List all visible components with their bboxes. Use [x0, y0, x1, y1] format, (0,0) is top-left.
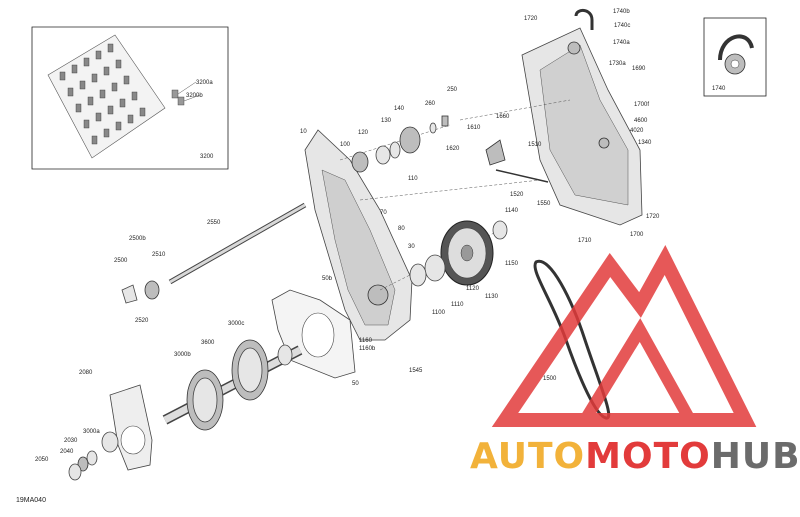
- callout-3000b: 3000b: [174, 352, 191, 358]
- callout-2520: 2520: [135, 318, 149, 324]
- callout-1660: 1660: [496, 114, 510, 120]
- callout-1690: 1690: [632, 66, 646, 72]
- callout-3000c: 3000c: [228, 321, 244, 327]
- callout-260: 260: [425, 101, 436, 107]
- callout-1740a: 1740a: [613, 40, 630, 46]
- callout-1740b: 1740b: [613, 9, 630, 15]
- callout-1340: 1340: [638, 140, 652, 146]
- callout-2510: 2510: [152, 252, 166, 258]
- callout-80: 80: [398, 226, 405, 232]
- transmission-cover: [521, 9, 643, 226]
- callout-2080: 2080: [79, 370, 93, 376]
- callout-1740-inset: 1740: [712, 86, 726, 92]
- callout-3200b: 3200b: [186, 93, 203, 99]
- callout-1700f: 1700f: [634, 102, 649, 108]
- callout-1150: 1150: [505, 261, 519, 267]
- lower-gear-shaft: [162, 339, 303, 431]
- callout-2500b: 2500b: [129, 236, 146, 242]
- callout-2500: 2500: [114, 258, 128, 264]
- callout-1720-top: 1720: [524, 16, 538, 22]
- upper-shaft-parts: [351, 115, 549, 183]
- callout-50b: 50b: [322, 276, 333, 282]
- callout-1700: 1700: [630, 232, 644, 238]
- callout-1140: 1140: [505, 208, 519, 214]
- callout-3200a: 3200a: [196, 80, 213, 86]
- callout-140: 140: [394, 106, 405, 112]
- callout-100: 100: [340, 142, 351, 148]
- callout-1100: 1100: [432, 310, 446, 316]
- callout-1550: 1550: [537, 201, 551, 207]
- callout-1520: 1520: [510, 192, 524, 198]
- callout-1610: 1610: [467, 125, 481, 131]
- callout-30: 30: [408, 244, 415, 250]
- callout-3600: 3600: [201, 340, 215, 346]
- automotohub-watermark-logo: [491, 244, 757, 427]
- drive-shaft: [121, 202, 307, 304]
- callout-1545: 1545: [409, 368, 423, 374]
- callout-2040: 2040: [60, 449, 74, 455]
- callout-1160b: 1160b: [359, 346, 376, 352]
- callout-2030: 2030: [64, 438, 78, 444]
- watermark-text: AUTOMOTOHUB: [470, 436, 800, 477]
- callout-1160: 1160: [359, 338, 373, 344]
- bolt-kit-inset: 3200a 3200b 3200: [31, 26, 229, 170]
- callout-2550: 2550: [207, 220, 221, 226]
- callout-4020: 4020: [630, 128, 644, 134]
- callout-1130: 1130: [485, 294, 499, 300]
- sprocket-inset: 1740: [703, 17, 767, 97]
- callout-1110: 1110: [451, 302, 464, 308]
- callout-1500: 1500: [543, 376, 557, 382]
- callout-1510: 1510: [528, 142, 542, 148]
- bearing-cover: [68, 384, 153, 481]
- callout-3000a: 3000a: [83, 429, 100, 435]
- callout-1730a: 1730a: [609, 61, 626, 67]
- figure-id: 19MA040: [16, 497, 46, 504]
- callout-1720b: 1720: [646, 214, 660, 220]
- callout-1620: 1620: [446, 146, 460, 152]
- large-gear: [409, 220, 508, 287]
- callout-250: 250: [447, 87, 458, 93]
- callout-70: 70: [380, 210, 387, 216]
- callout-1120: 1120: [466, 286, 480, 292]
- callout-10: 10: [300, 129, 307, 135]
- callout-120: 120: [358, 130, 369, 136]
- callout-130: 130: [381, 118, 392, 124]
- callout-1710: 1710: [578, 238, 592, 244]
- callout-110: 110: [408, 176, 418, 182]
- callout-3200: 3200: [200, 154, 214, 160]
- callout-50: 50: [352, 381, 359, 387]
- callout-1740c: 1740c: [614, 23, 630, 29]
- callout-4600: 4600: [634, 118, 648, 124]
- callout-2050: 2050: [35, 457, 49, 463]
